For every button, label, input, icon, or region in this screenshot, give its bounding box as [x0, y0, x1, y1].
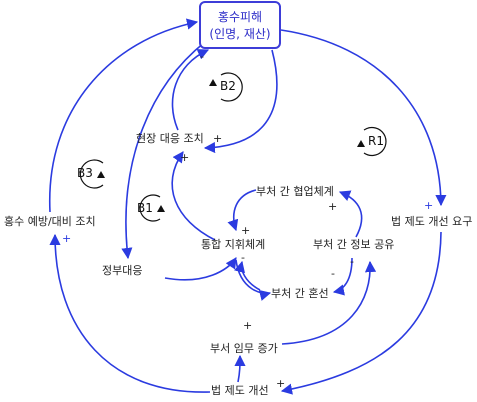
- arrow-command-to-field-response: [171, 151, 216, 241]
- interdept-info-sharing-node: 부처 간 정보 공유: [313, 238, 395, 251]
- law-improvement-demand-node: 법 제도 개선 요구: [391, 215, 473, 228]
- loop-b1-arc: [139, 194, 161, 222]
- arrow-damage-to-government: [121, 41, 206, 260]
- loop-b2-label: B2: [220, 79, 236, 93]
- arrow-prevention-to-damage: [49, 18, 199, 213]
- arrow-law-improvement-to-prevention: [49, 233, 211, 393]
- polarity-plus-law-improvement: +: [276, 377, 286, 390]
- polarity-plus-field-response: +: [213, 132, 223, 145]
- loop-r1-arc: [363, 126, 387, 157]
- arrow-info-sharing-to-confusion: [332, 257, 353, 296]
- polarity-plus-confusion-below: +: [243, 319, 253, 332]
- polarity-plus-collaboration: +: [328, 200, 338, 213]
- loop-b2-arrowhead: [209, 79, 217, 86]
- government-response-node: 정부대응: [102, 264, 143, 277]
- interdept-confusion-node: 부처 간 혼선: [271, 287, 329, 300]
- arrow-law-demand-to-law-improvement: [280, 231, 442, 395]
- arrow-damage-to-field-response: [203, 49, 278, 154]
- flood-damage-line2: (인명, 재산): [209, 27, 271, 41]
- loop-b3-arc: [79, 159, 104, 189]
- loop-b2-arc: [220, 72, 243, 102]
- flood-damage-line1: 홍수피해: [217, 10, 263, 24]
- loop-b1-arrowhead: [157, 205, 165, 212]
- interdept-collaboration-node: 부처 간 협업체계: [256, 185, 334, 198]
- flood-prevention-node: 홍수 예방/대비 조치: [4, 215, 96, 228]
- polarity-minus-command-bottom: -: [241, 251, 245, 264]
- arrow-confusion-to-command: [234, 260, 261, 291]
- polarity-minus-info-left: -: [331, 267, 335, 280]
- polarity-plus-command-top: +: [241, 224, 251, 237]
- polarity-minus-damage: -: [200, 50, 204, 63]
- arrow-info-sharing-to-collaboration: [338, 190, 363, 238]
- arrow-damage-to-law-demand: [280, 29, 447, 207]
- arrow-collaboration-to-command: [227, 189, 257, 232]
- polarity-plus-field-below: +: [180, 151, 190, 164]
- field-response-node: 현장 대응 조치: [136, 132, 204, 145]
- loop-r1-label: R1: [368, 134, 384, 148]
- law-improvement-node: 법 제도 개선: [211, 384, 269, 397]
- loop-b1-label: B1: [137, 201, 153, 215]
- polarity-minus-info-right: -: [350, 255, 354, 268]
- loop-b3-arrowhead: [97, 171, 105, 178]
- polarity-plus-law-demand: +: [424, 199, 434, 212]
- flood-damage-node: 홍수피해 (인명, 재산): [199, 1, 281, 49]
- arrow-law-improvement-to-workload: [234, 354, 246, 383]
- integrated-command-node: 통합 지휘체계: [201, 238, 266, 251]
- loop-b3-label: B3: [77, 166, 93, 180]
- dept-workload-node: 부서 임무 증가: [210, 342, 278, 355]
- loop-r1-arrowhead: [357, 140, 365, 147]
- arrow-government-to-command: [164, 257, 237, 281]
- arrow-field-response-to-damage: [171, 49, 210, 131]
- arrow-workload-to-info-sharing: [281, 260, 377, 345]
- polarity-plus-prevention: +: [62, 232, 72, 245]
